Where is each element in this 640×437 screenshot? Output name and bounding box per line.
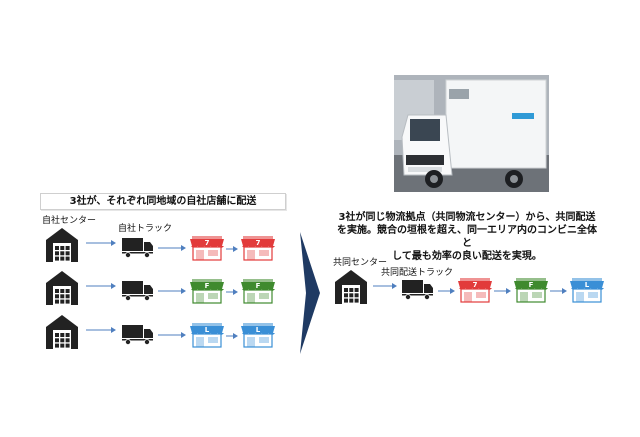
store-icon: F [241,279,275,304]
truck-icon [402,280,433,300]
store-letter: L [256,326,261,334]
store-letter: F [256,282,261,290]
flow-arrow [373,283,397,289]
warehouse-icon [46,228,78,262]
store-icon: 7 [458,278,492,303]
description-line: を実施。競合の垣根を超え、同一エリア内のコンビニ全体と [337,225,597,249]
warehouse-icon [46,315,78,349]
flow-arrow [86,240,116,246]
warehouse-icon [46,271,78,305]
store-icon: L [190,323,224,348]
flow-arrow [438,288,455,294]
store-icon: F [190,279,224,304]
warehouse-icon [335,270,367,304]
store-letter: L [205,326,210,334]
joint-truck-label: 共同配送トラック [381,268,454,278]
flow-arrow [158,245,186,251]
store-letter: F [205,282,210,290]
own-center-label: 自社センター [42,216,97,226]
store-icon: 7 [190,236,224,261]
flow-arrow [226,289,238,295]
truck-icon [122,325,153,345]
chevron-right-icon [300,232,320,354]
flow-arrow [158,332,186,338]
store-icon: F [514,278,548,303]
own-truck-label: 自社トラック [118,224,173,234]
truck-icon [122,281,153,301]
flow-arrow [86,283,116,289]
joint-center-label: 共同センター [333,258,388,268]
flow-arrow [550,288,567,294]
flow-arrow [158,288,186,294]
store-letter: L [585,281,590,289]
left-caption: 3社が、それぞれ同地域の自社店舗に配送 [40,193,286,210]
joint-delivery-description: 3社が同じ物流拠点（共同物流センター）から、共同配送 を実施。競合の垣根を超え、… [337,211,597,263]
store-letter: 7 [473,281,478,289]
truck-icon [122,238,153,258]
store-letter: 7 [256,239,261,247]
store-letter: 7 [205,239,210,247]
store-icon: 7 [241,236,275,261]
store-letter: F [529,281,534,289]
flow-arrow [226,246,238,252]
description-line: して最も効率の良い配送を実現。 [392,251,542,262]
store-icon: L [241,323,275,348]
store-icon: L [570,278,604,303]
description-line: 3社が同じ物流拠点（共同物流センター）から、共同配送 [338,212,596,223]
flow-arrow [226,333,238,339]
flow-arrow [86,327,116,333]
flow-arrow [494,288,511,294]
